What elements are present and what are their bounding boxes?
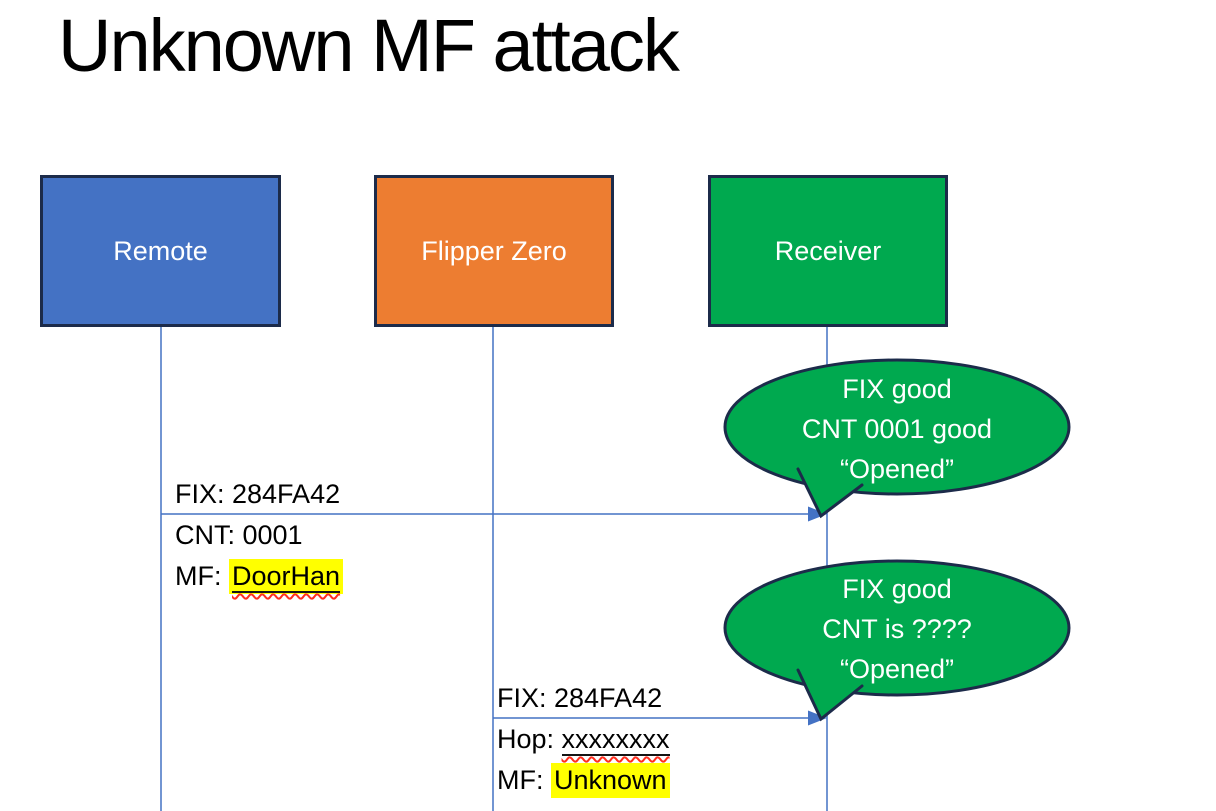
actor-label-flipper-zero: Flipper Zero [421,235,567,266]
callout-bubble-2 [723,559,1071,722]
underlined-value: xxxxxxxx [561,724,670,756]
actor-label-remote: Remote [113,235,208,266]
actor-box-receiver: Receiver [708,175,948,327]
message-1-cnt-line: CNT: 0001 [175,520,303,550]
highlighted-value: Unknown [551,763,670,798]
actor-box-flipper-zero: Flipper Zero [374,175,614,327]
message-1-annotation: FIX: 284FA42 CNT: 0001 MF: DoorHan [175,474,344,597]
callout-1-line-2: CNT 0001 good [801,414,993,444]
message-2-fix-line: FIX: 284FA42 [497,683,663,713]
message-arrow-flipper-to-receiver [493,710,827,726]
message-2-mf-line: MF: Unknown [497,760,670,801]
message-2-annotation: FIX: 284FA42 Hop: xxxxxxxx MF: Unknown [497,678,670,801]
message-1-mf-line: MF: DoorHan [175,556,344,597]
message-arrow-remote-to-receiver [161,506,827,522]
actor-box-remote: Remote [40,175,281,327]
callout-2-line-3: “Opened” [839,654,955,684]
callout-1-text: FIX good CNT 0001 good “Opened” [725,369,1069,489]
highlighted-value: DoorHan [229,559,344,594]
callout-2-text: FIX good CNT is ???? “Opened” [725,569,1069,689]
actor-label-receiver: Receiver [774,235,882,266]
callout-bubble-1 [723,358,1071,519]
message-1-fix-line: FIX: 284FA42 [175,479,341,509]
callout-1-line-3: “Opened” [839,454,955,484]
page-title: Unknown MF attack [58,4,680,87]
callout-2-line-2: CNT is ???? [822,614,972,644]
callout-2-line-1: FIX good [842,574,952,604]
message-2-hop-line: Hop: xxxxxxxx [497,724,670,756]
callout-1-line-1: FIX good [842,374,952,404]
